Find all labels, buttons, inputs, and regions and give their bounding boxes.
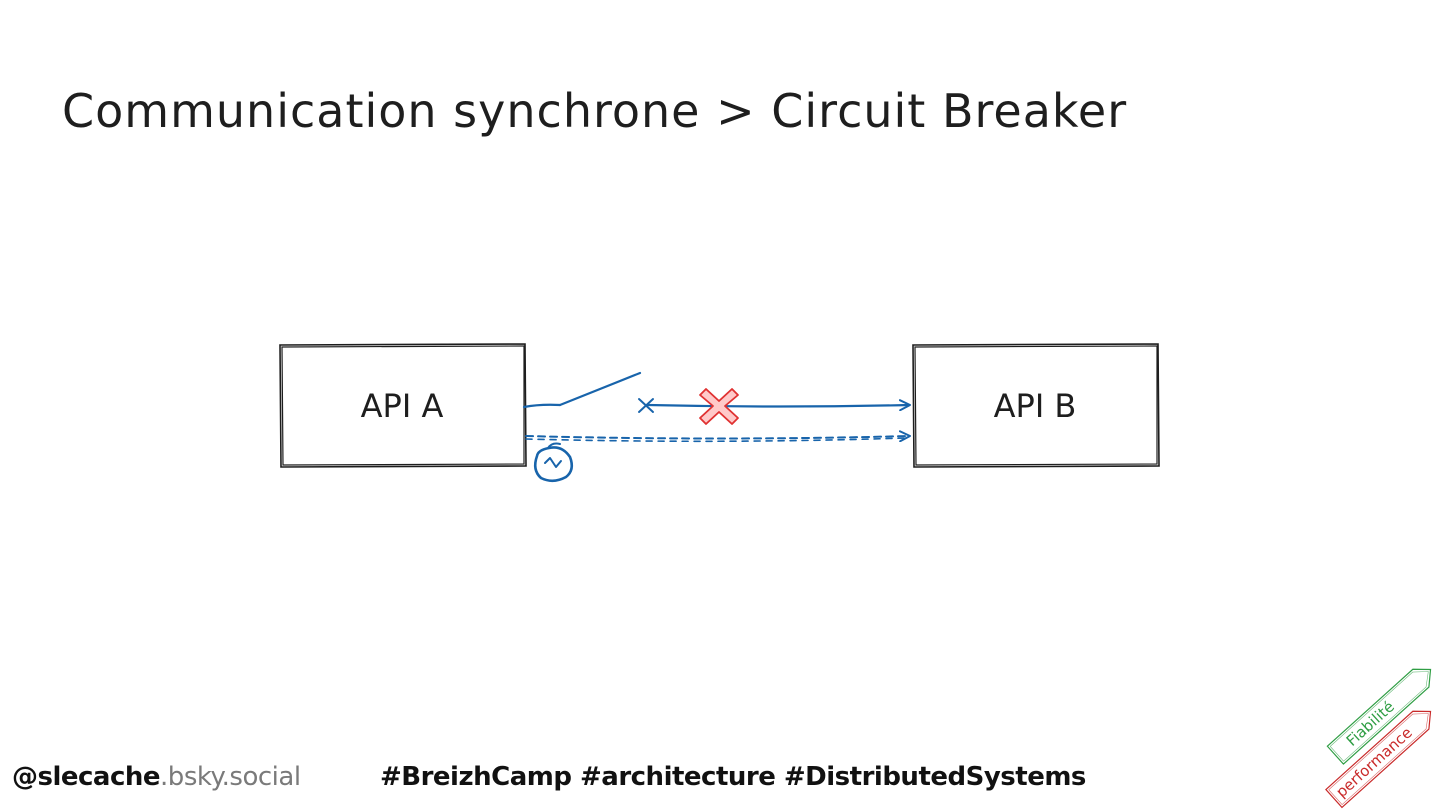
api-a-label: API A — [361, 387, 444, 425]
api-a-box: API A — [279, 343, 527, 468]
api-b-label: API B — [994, 387, 1077, 425]
handle-domain: .bsky.social — [160, 762, 301, 792]
handle-name: @slecache — [12, 762, 161, 792]
switch-terminal-icon — [638, 398, 654, 413]
hashtags[interactable]: #BreizhCamp #architecture #DistributedSy… — [380, 762, 1086, 792]
slide-title: Communication synchrone > Circuit Breake… — [62, 84, 1128, 138]
broken-circuit-cross-icon — [699, 388, 739, 425]
fallback-arrow-1 — [525, 430, 911, 443]
open-switch-icon — [522, 371, 642, 409]
request-arrow — [646, 399, 911, 412]
fallback-arrow-2 — [525, 437, 906, 443]
author-handle[interactable]: @slecache.bsky.social — [12, 762, 301, 792]
retry-fallback-icon — [533, 442, 574, 483]
api-b-box: API B — [912, 343, 1160, 468]
